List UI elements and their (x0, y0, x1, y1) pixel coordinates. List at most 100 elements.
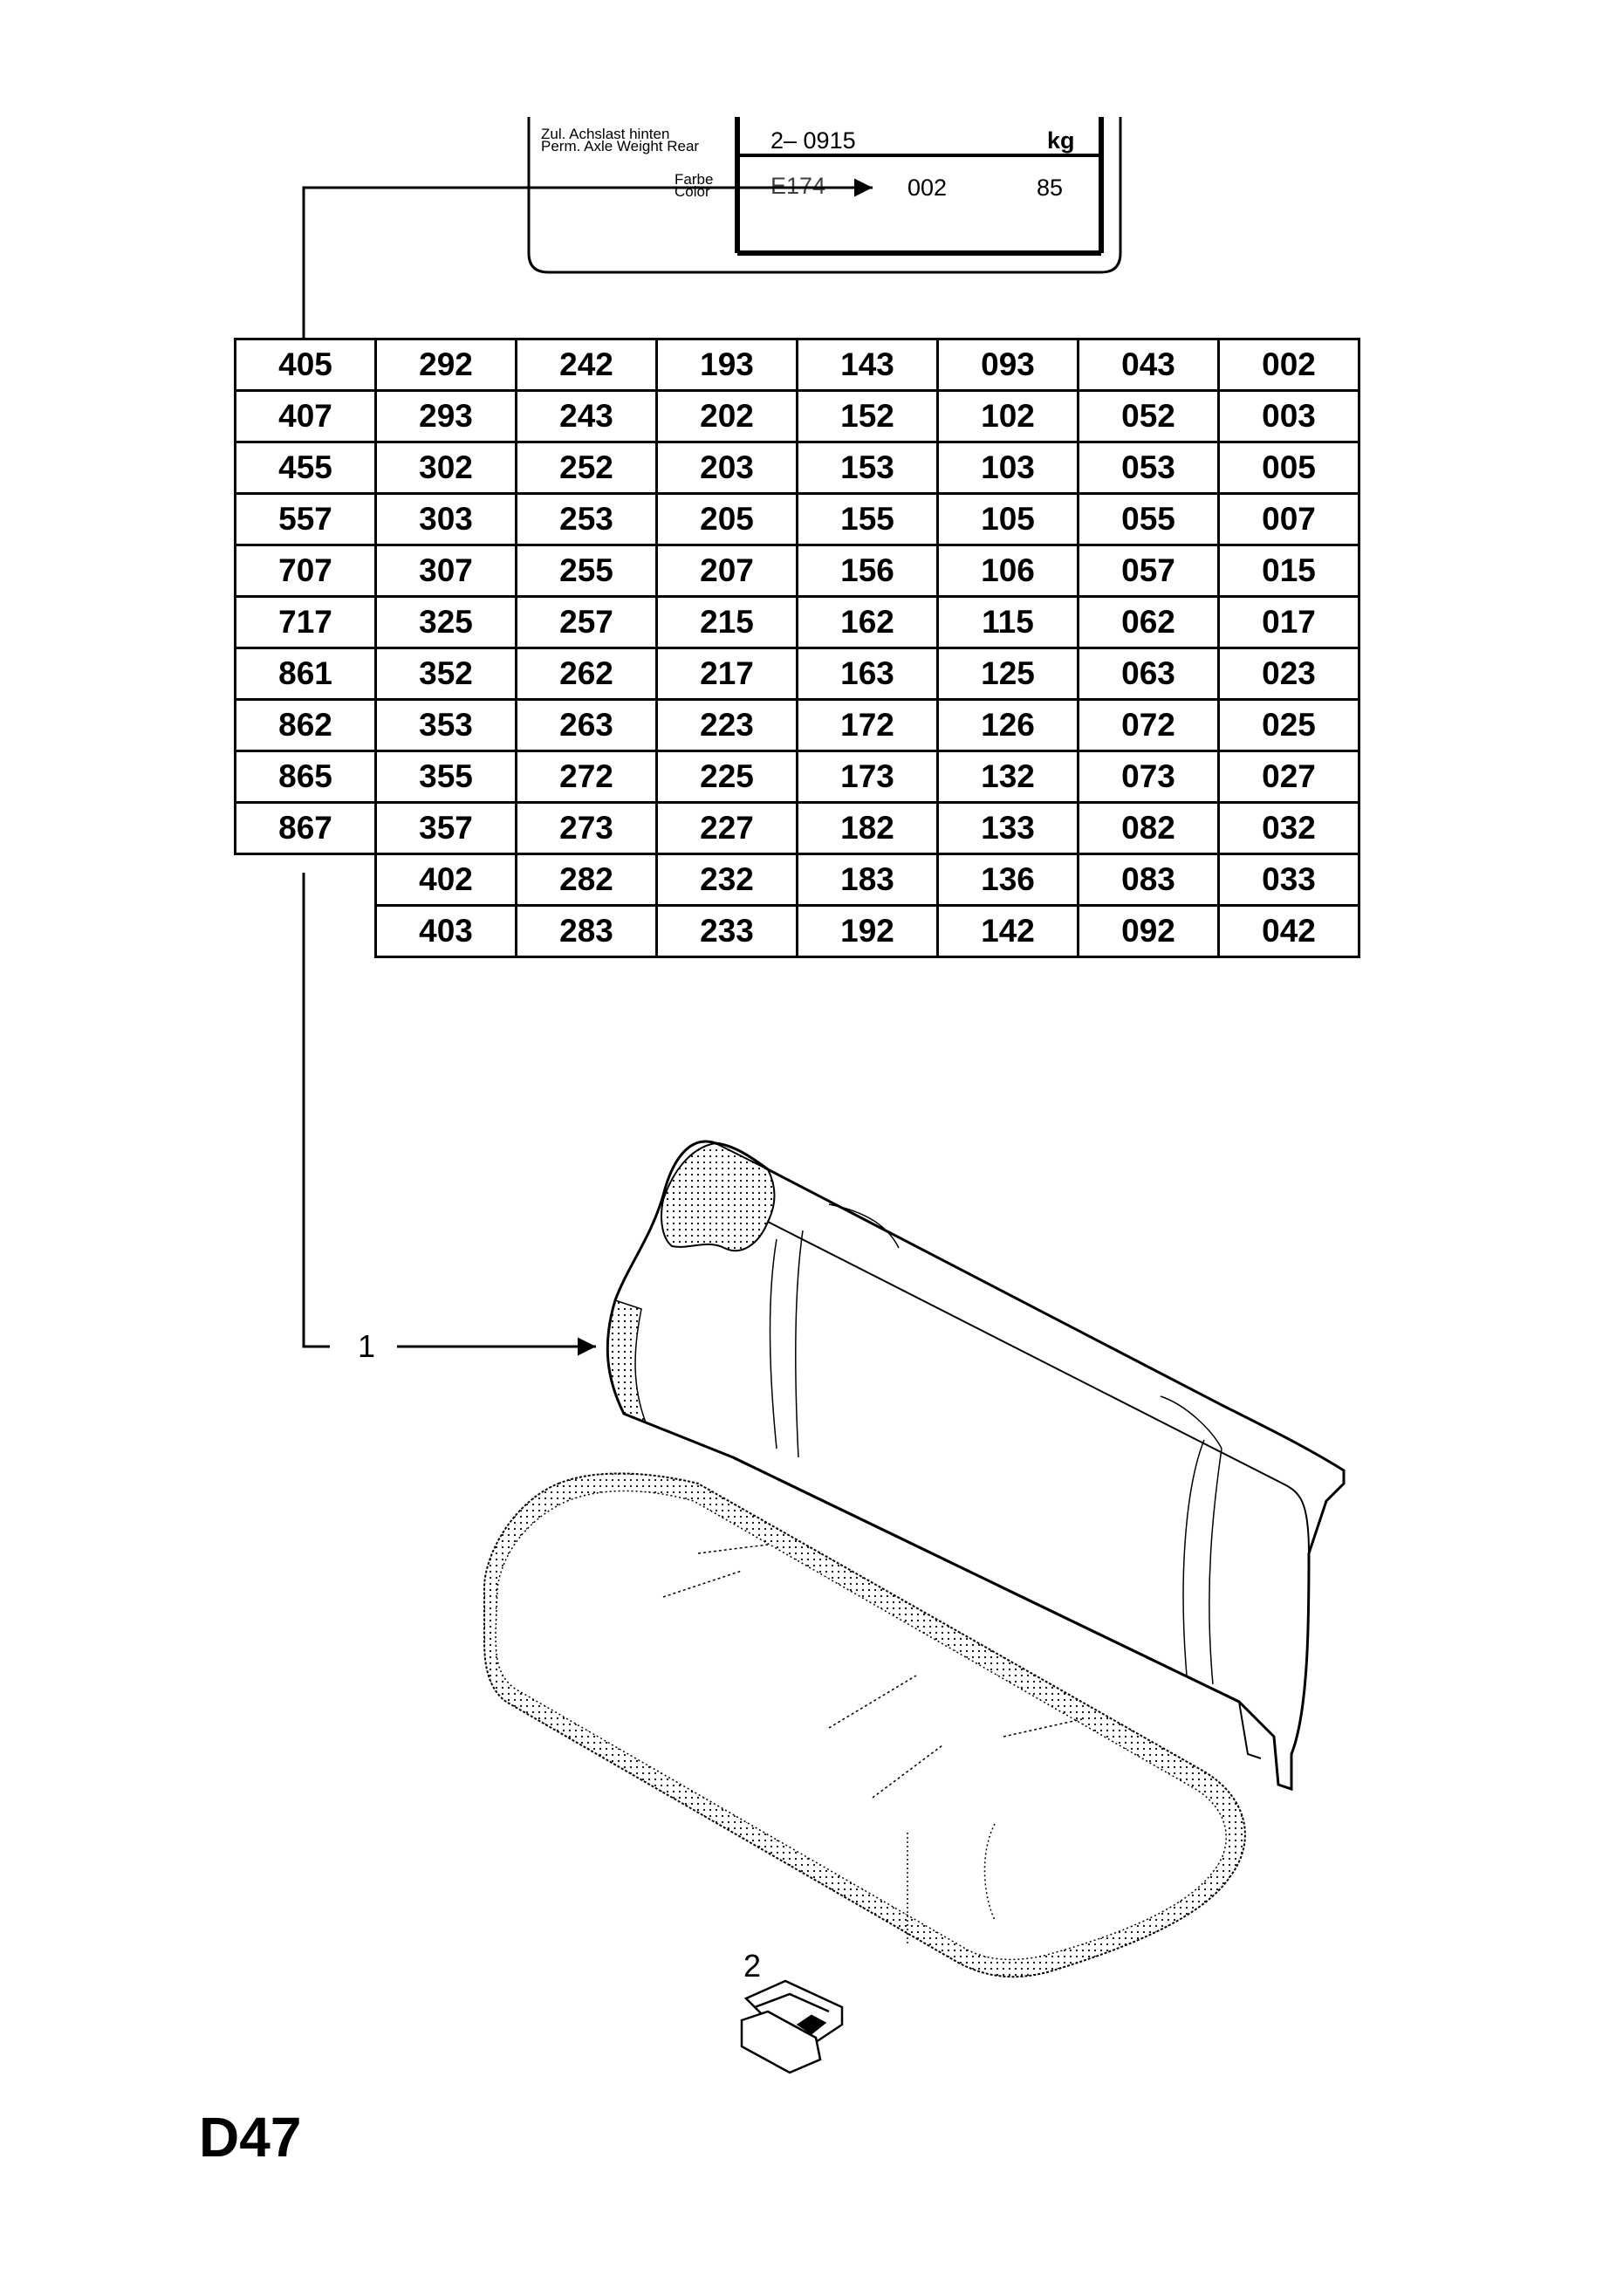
table-cell: 133 (936, 801, 1079, 855)
table-cell: 156 (796, 544, 939, 598)
table-cell: 325 (374, 595, 517, 649)
table-cell: 282 (515, 853, 658, 907)
table-cell: 017 (1217, 595, 1360, 649)
table-cell: 155 (796, 492, 939, 546)
table-cell: 861 (234, 647, 377, 701)
table-cell: 262 (515, 647, 658, 701)
table-cell: 105 (936, 492, 1079, 546)
table-cell: 032 (1217, 801, 1360, 855)
table-cell: 143 (796, 338, 939, 392)
axle-weight-label-en: Perm. Axle Weight Rear (541, 138, 700, 154)
table-cell: 115 (936, 595, 1079, 649)
table-cell: 255 (515, 544, 658, 598)
callout-item-2: 2 (743, 1948, 762, 1984)
table-cell: 272 (515, 750, 658, 804)
table-cell: 252 (515, 441, 658, 495)
table-cell: 055 (1077, 492, 1220, 546)
clip-drawing (740, 1979, 844, 2074)
table-cell: 293 (374, 389, 517, 443)
table-cell: 092 (1077, 904, 1220, 958)
table-cell: 192 (796, 904, 939, 958)
table-cell: 042 (1217, 904, 1360, 958)
axle-weight-label-de: Zul. Achslast hinten (541, 126, 670, 142)
table-cell: 106 (936, 544, 1079, 598)
table-cell: 063 (1077, 647, 1220, 701)
table-cell: 062 (1077, 595, 1220, 649)
table-cell: 207 (655, 544, 798, 598)
table-cell: 172 (796, 698, 939, 752)
table-cell: 193 (655, 338, 798, 392)
table-cell: 403 (374, 904, 517, 958)
table-cell: 072 (1077, 698, 1220, 752)
table-cell: 082 (1077, 801, 1220, 855)
table-cell: 027 (1217, 750, 1360, 804)
table-cell: 005 (1217, 441, 1360, 495)
plate-leader-line (302, 178, 873, 339)
table-cell: 002 (1217, 338, 1360, 392)
table-cell: 205 (655, 492, 798, 546)
table-cell: 232 (655, 853, 798, 907)
table-cell: 862 (234, 698, 377, 752)
table-cell: 253 (515, 492, 658, 546)
table-cell: 033 (1217, 853, 1360, 907)
table-cell: 292 (374, 338, 517, 392)
table-cell: 867 (234, 801, 377, 855)
table-cell: 136 (936, 853, 1079, 907)
table-cell: 152 (796, 389, 939, 443)
table-cell: 162 (796, 595, 939, 649)
table-cell (235, 853, 376, 906)
table-cell (236, 906, 376, 957)
table-cell: 083 (1077, 853, 1220, 907)
color-value-2: 85 (1037, 175, 1064, 201)
seat-cushion-drawing (483, 1472, 1246, 1978)
table-cell: 057 (1077, 544, 1220, 598)
table-cell: 273 (515, 801, 658, 855)
table-cell: 153 (796, 441, 939, 495)
table-cell: 073 (1077, 750, 1220, 804)
table-cell: 405 (234, 338, 377, 392)
table-cell: 182 (796, 801, 939, 855)
table-cell: 003 (1217, 389, 1360, 443)
page-code: D47 (199, 2106, 302, 2169)
item-1-leader-line (302, 873, 596, 1356)
table-cell: 243 (515, 389, 658, 443)
table-cell: 353 (374, 698, 517, 752)
table-cell: 132 (936, 750, 1079, 804)
table-cell: 183 (796, 853, 939, 907)
axle-weight-value: 2– 0915 (770, 127, 856, 154)
table-cell: 126 (936, 698, 1079, 752)
label-plate-frame (527, 117, 1122, 274)
color-label-en: Color (675, 183, 710, 200)
table-cell: 025 (1217, 698, 1360, 752)
table-cell: 303 (374, 492, 517, 546)
table-cell: 865 (234, 750, 377, 804)
table-cell: 233 (655, 904, 798, 958)
table-cell: 223 (655, 698, 798, 752)
table-cell: 053 (1077, 441, 1220, 495)
table-cell: 015 (1217, 544, 1360, 598)
table-cell: 142 (936, 904, 1079, 958)
table-cell: 717 (234, 595, 377, 649)
table-cell: 202 (655, 389, 798, 443)
table-cell: 007 (1217, 492, 1360, 546)
table-cell: 103 (936, 441, 1079, 495)
table-cell: 217 (655, 647, 798, 701)
table-cell: 407 (234, 389, 377, 443)
table-cell: 707 (234, 544, 377, 598)
table-cell: 023 (1217, 647, 1360, 701)
table-cell: 357 (374, 801, 517, 855)
table-cell: 307 (374, 544, 517, 598)
table-cell: 242 (515, 338, 658, 392)
table-cell: 215 (655, 595, 798, 649)
table-cell: 557 (234, 492, 377, 546)
